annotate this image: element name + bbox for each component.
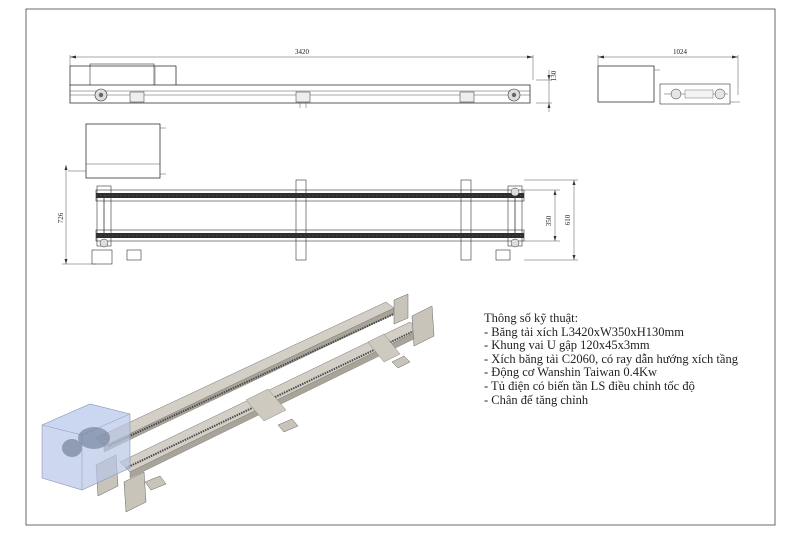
spec-block: Thông số kỹ thuật: - Băng tải xích L3420… <box>484 311 784 407</box>
spec-item-chain: - Xích băng tải C2060, có ray dẫn hướng … <box>484 351 738 366</box>
top-view: 726 350 610 <box>57 123 578 265</box>
side-end-wheel-right <box>507 88 521 102</box>
end-view: 1024 <box>597 48 740 105</box>
motor-housing <box>41 403 131 491</box>
spec-item-length: - Băng tải xích L3420xW350xH130mm <box>484 324 684 339</box>
spec-item-base: - Chân đế tăng chỉnh <box>484 392 589 407</box>
dim-height: 130 <box>550 70 558 81</box>
spec-item-motor: - Động cơ Wanshin Taiwan 0.4Kw <box>484 365 657 380</box>
dim-belt-width: 350 <box>545 215 553 226</box>
spec-item-control-cabinet: - Tủ điện có biến tần LS điều chỉnh tốc … <box>484 378 695 393</box>
dim-total-length: 3420 <box>295 48 310 56</box>
spec-title: Thông số kỹ thuật: <box>484 311 579 325</box>
isometric-view <box>41 293 435 513</box>
dim-frame-width: 610 <box>564 214 572 225</box>
drawing-border <box>25 8 776 526</box>
spec-item-frame: - Khung vai U gập 120x45x3mm <box>484 338 650 353</box>
dim-overall-width: 726 <box>57 212 65 223</box>
side-view: 3420 130 <box>69 48 558 112</box>
dim-side-width: 1024 <box>673 48 688 56</box>
side-end-wheel-left <box>94 88 108 102</box>
